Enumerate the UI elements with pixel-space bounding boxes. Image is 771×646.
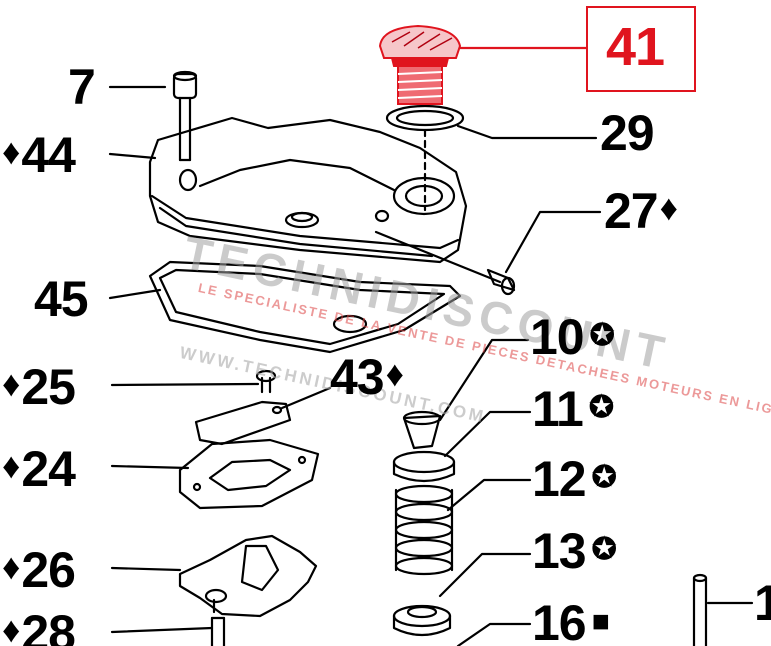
diamond-icon: ♦ [2,131,20,172]
callout-43: 43♦ [330,349,404,405]
callout-24: ♦24 [2,441,76,497]
callout-25: ♦25 [2,359,76,415]
callout-10: 10✪ [530,309,615,365]
valve-keeper-10 [402,410,442,450]
callout-13: 13✪ [532,523,617,579]
diamond-icon: ♦ [2,363,20,404]
diamond-icon: ♦ [2,609,20,646]
rocker-26 [178,534,318,618]
callout-41: 41 [606,17,665,77]
bolt-7 [172,70,198,162]
rod-part [692,573,708,646]
diamond-icon: ♦ [659,187,678,228]
star-circle-icon: ✪ [589,319,615,352]
seat-13 [392,604,452,637]
callout-11: 11✪ [532,381,614,437]
callout-44: ♦44 [2,127,76,183]
callout-16: 16■ [532,595,610,646]
stud-28 [210,616,226,646]
callout-26: ♦26 [2,542,76,598]
spring-12 [394,484,454,576]
washer-29 [385,104,465,132]
diamond-icon: ♦ [2,546,20,587]
diamond-icon: ♦ [385,353,404,394]
plug-27 [486,268,516,296]
pin-25 [255,369,277,394]
square-icon: ■ [591,605,610,638]
star-circle-icon: ✪ [591,533,617,566]
gasket-45 [148,260,462,354]
callout-28: ♦28 [0,608,76,646]
star-circle-icon: ✪ [588,391,614,424]
callout-1x: 1 [754,575,771,631]
spring-cap-11 [392,450,456,483]
highlight-box [586,6,696,92]
callout-12: 12✪ [532,451,617,507]
callout-45: 45 [34,271,89,327]
leader-lines [108,85,754,646]
gasket-24 [178,438,320,510]
plate-43 [194,400,292,446]
callout-7: 7 [68,59,96,115]
callout-27: 27♦ [604,183,678,239]
oil-cap-41 [378,24,586,105]
star-circle-icon: ✪ [591,461,617,494]
callout-29: 29 [600,105,655,161]
diamond-icon: ♦ [2,445,20,486]
